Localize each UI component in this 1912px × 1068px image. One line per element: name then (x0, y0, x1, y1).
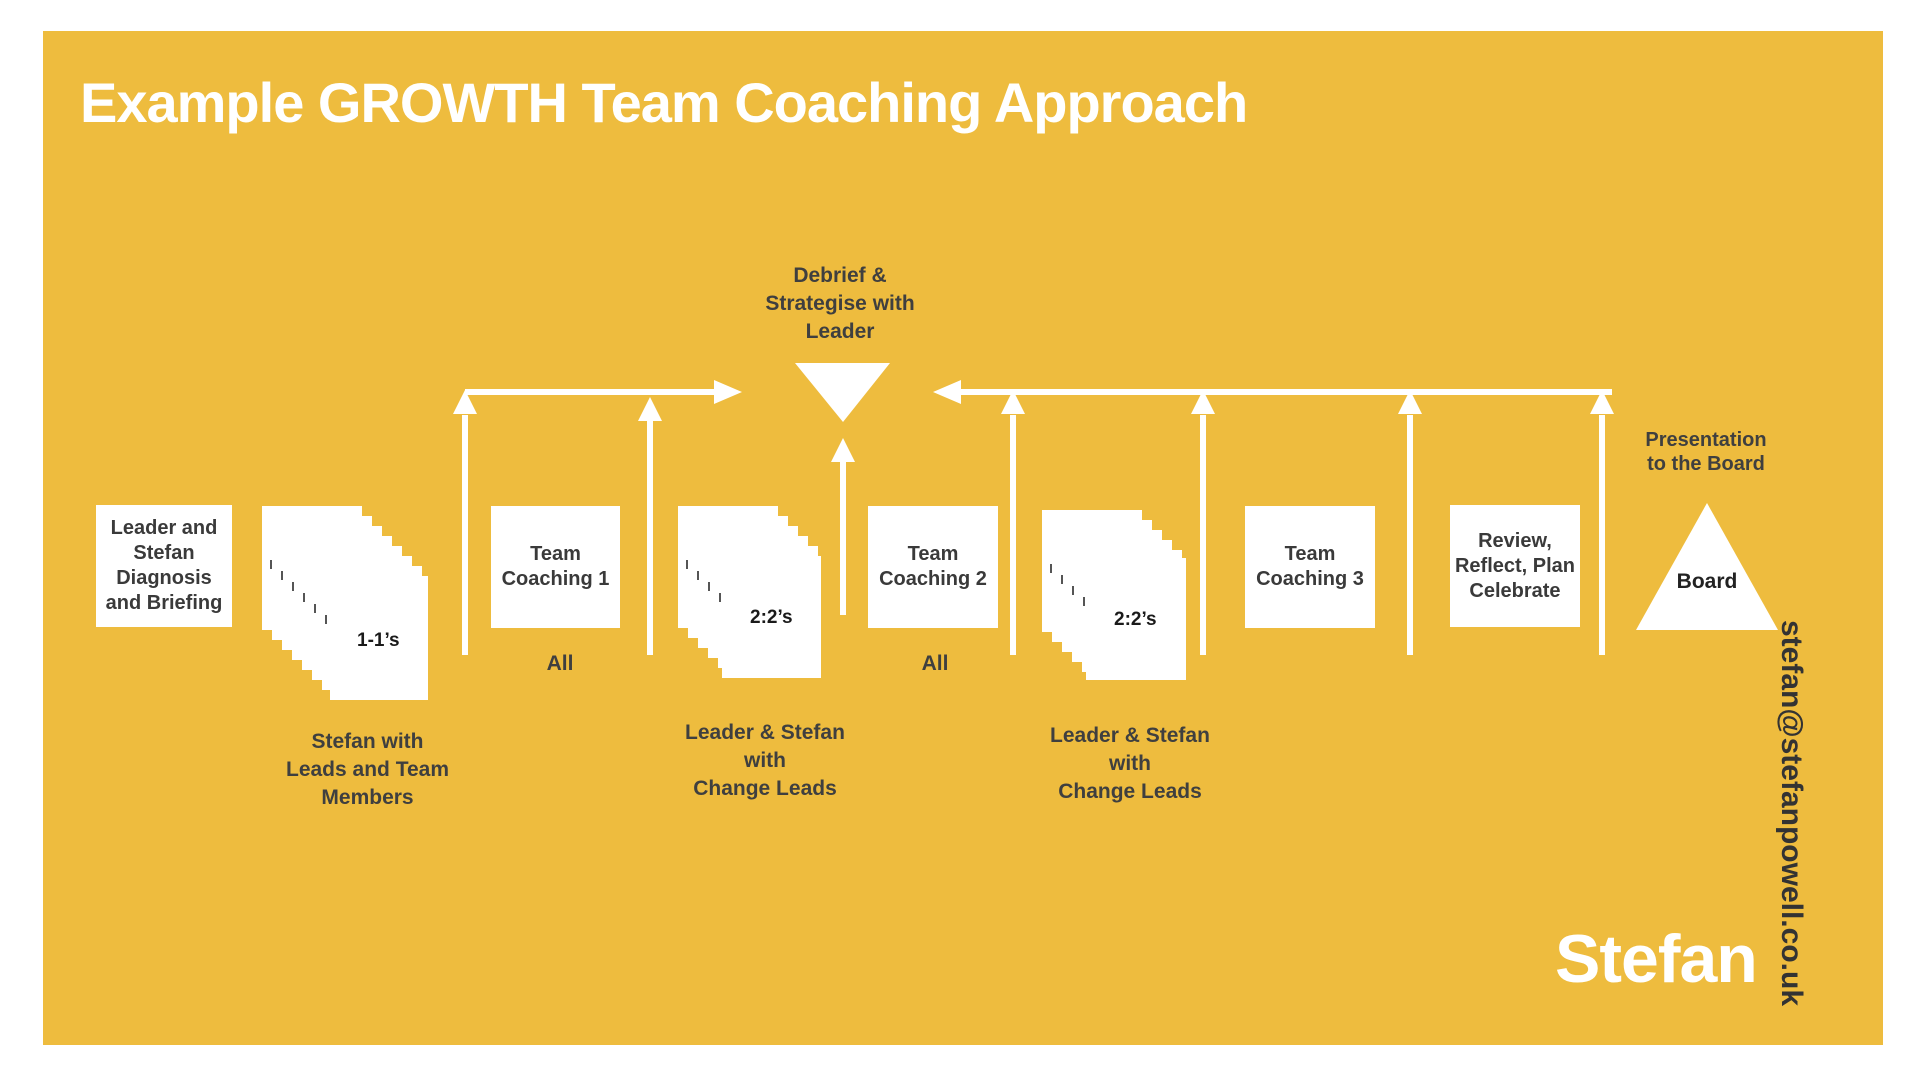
debrief-label: Debrief & Strategise with Leader (765, 264, 915, 343)
arrowhead-left (933, 380, 961, 404)
ones-label: 1-1’s (357, 630, 400, 651)
review-box: Review, Reflect, Plan Celebrate (1450, 505, 1580, 627)
twos-2-label: 2:2’s (1114, 609, 1157, 630)
debrief-triangle (795, 363, 890, 422)
board-triangle (1636, 503, 1778, 630)
brand-logo-text: Stefan (1555, 921, 1758, 997)
all-1-label: All (546, 652, 574, 675)
contact-email: stefan@stefanpowell.co.uk (1775, 620, 1808, 1007)
stack-sheet (722, 556, 821, 678)
arrowhead-right (714, 380, 742, 404)
team-coaching-2-box: Team Coaching 2 (868, 506, 998, 628)
all-2-label: All (921, 652, 949, 675)
arrowhead-up-3 (1001, 390, 1025, 414)
page-title: Example GROWTH Team Coaching Approach (80, 71, 1248, 134)
team-coaching-3-box: Team Coaching 3 (1245, 506, 1375, 628)
stefan-with-leads-label: Stefan with Leads and Team Members (286, 730, 449, 809)
arrowhead-up-4 (1191, 390, 1215, 414)
team-coaching-1-box: Team Coaching 1 (491, 506, 620, 628)
arrowhead-up-1 (453, 390, 477, 414)
stack-sheet (330, 576, 428, 700)
board-label: Board (1676, 570, 1738, 593)
arrowhead-up-center (831, 438, 855, 462)
stack-sheet (1086, 558, 1186, 680)
change-leads-1-label: Leader & Stefan with Change Leads (685, 721, 845, 800)
arrowhead-up-5 (1398, 390, 1422, 414)
presentation-label: Presentation to the Board (1645, 429, 1767, 475)
change-leads-2-label: Leader & Stefan with Change Leads (1050, 724, 1210, 803)
arrowhead-up-2 (638, 397, 662, 421)
arrowhead-up-6 (1590, 390, 1614, 414)
twos-1-label: 2:2’s (750, 607, 793, 628)
leader-briefing-box: Leader and Stefan Diagnosis and Briefing (96, 505, 232, 627)
